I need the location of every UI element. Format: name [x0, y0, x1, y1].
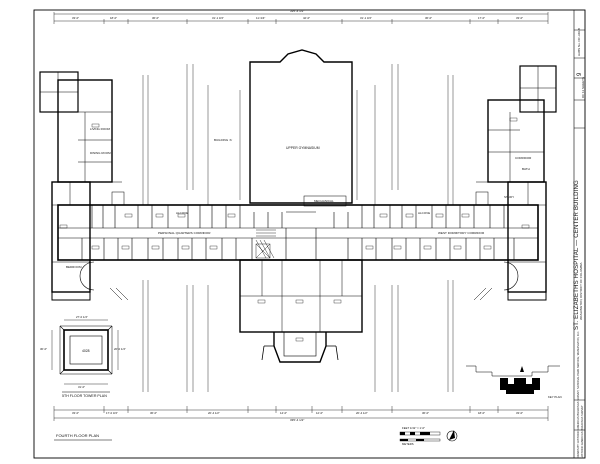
east-north-wing — [487, 99, 545, 183]
overall-dimension-top: 335'-4 1/2" — [290, 9, 305, 13]
location: WASHINGTON, DISTRICT OF COLUMBIA — [579, 262, 583, 320]
study: STUDY — [504, 195, 515, 199]
dining-room: DINING ROOM — [90, 151, 111, 155]
title-block — [573, 10, 585, 458]
corridor-right: CORRIDOR — [515, 156, 532, 160]
sheet-count: OF 11 SHEETS — [581, 77, 585, 98]
bedroom-label: BEDROOM — [66, 265, 82, 269]
sheet-number: 9 — [577, 72, 583, 76]
dim-top-4: 31'-1 3/4" — [212, 16, 224, 20]
dim-top-5: 11'-3/4" — [256, 16, 266, 20]
north-room-row — [91, 205, 505, 228]
main-plan-title: FOURTH FLOOR PLAN — [56, 433, 100, 438]
tower-dim-bottom: 31'-0" — [78, 385, 86, 389]
bottom-dimension-lines — [53, 406, 549, 421]
dim-bottom-2: 17'-0 3/4" — [106, 411, 118, 415]
dim-top-7: 31'-1 3/4" — [360, 16, 372, 20]
dim-bottom-8: 36'-0" — [422, 411, 430, 415]
dim-top-2: 18'-0" — [110, 16, 118, 20]
tower-plan-title: 5TH FLOOR TOWER PLAN — [62, 394, 107, 398]
dim-top-1: 33'-0" — [72, 16, 80, 20]
scale-bar — [399, 431, 441, 442]
vertical-dimension-lines — [142, 64, 454, 392]
building-label: BUILDING 'A' — [214, 138, 233, 142]
alcove-right: ALCOVE — [418, 211, 431, 215]
gymnasium-outline — [249, 49, 353, 204]
dim-top-9: 17'-0" — [478, 16, 486, 20]
north-arrow-icon — [446, 430, 458, 442]
south-room-row — [81, 238, 515, 260]
dim-bottom-10: 33'-0" — [516, 411, 524, 415]
tower-dim-left: 30'-0" — [40, 347, 48, 351]
dim-top-8: 36'-0" — [425, 16, 433, 20]
bath-label: BATH — [522, 167, 530, 171]
room-upper-gymnasium: UPPER GYMNASIUM — [286, 146, 320, 150]
dim-bottom-5: 14'-0" — [280, 411, 288, 415]
dim-bottom-9: 18'-0" — [478, 411, 486, 415]
tower-dim-top: 27'-0 1/4" — [76, 315, 88, 319]
room-tags — [59, 117, 530, 342]
personal-quarters-corridor: PERSONAL QUARTERS CORRIDOR — [158, 231, 211, 235]
key-plan — [466, 365, 560, 394]
tower-plan-inset — [51, 319, 119, 385]
key-plan-title: KEY PLAN — [548, 395, 562, 399]
tower-dim-right: 20'-0 1/4" — [114, 347, 126, 351]
living-room: LIVING ROOM — [90, 127, 111, 131]
dim-bottom-1: 33'-0" — [72, 411, 80, 415]
sheet-border — [33, 9, 586, 459]
south-tower — [273, 332, 327, 363]
mechanical-room — [303, 195, 347, 207]
record-number: HABS No. DC-349-B — [577, 28, 581, 56]
dim-top-3: 36'-0" — [152, 16, 160, 20]
overall-dimension-bottom: 335'-4 1/2" — [290, 418, 305, 422]
scale-note: FEET 1/32" = 1'-0" — [402, 426, 426, 430]
metric-note: METERS — [402, 442, 414, 446]
dim-bottom-7: 20'-4 1/2" — [356, 411, 368, 415]
dim-top-10: 33'-0" — [516, 16, 524, 20]
alcove-left: ALCOVE — [176, 211, 189, 215]
top-dimension-lines — [53, 12, 549, 24]
fourth-floor-plan — [39, 49, 557, 363]
survey-line: HISTORIC AMERICAN BUILDINGS SURVEY — [581, 405, 584, 458]
west-dormitory-corridor: WEST DORMITORY CORRIDOR — [438, 231, 485, 235]
stair-hatching — [255, 229, 276, 259]
dim-bottom-4: 20'-4 1/2" — [208, 411, 220, 415]
tower-room-number: 4028 — [82, 349, 90, 353]
room-mechanical: MECHANICAL — [314, 199, 334, 203]
dim-top-6: 42'-0" — [303, 16, 311, 20]
dim-bottom-6: 12'-0" — [316, 411, 324, 415]
dim-bottom-3: 36'-0" — [150, 411, 158, 415]
